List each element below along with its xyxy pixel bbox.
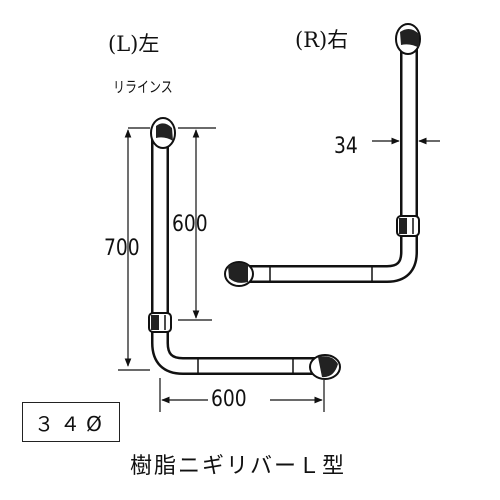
height-dimension-label: 700 xyxy=(104,236,140,261)
spec-box: ３４Ø xyxy=(22,402,120,442)
right-mid-bracket xyxy=(396,215,420,237)
vertical-length-dimension-label: 600 xyxy=(172,212,208,237)
left-dimensions xyxy=(118,127,325,412)
diameter-dimension-label: 34 xyxy=(334,134,358,159)
left-rail-sub-label: リラインス xyxy=(113,78,173,96)
right-rail-label: (R)右 xyxy=(295,28,349,52)
left-grab-bar xyxy=(148,117,341,380)
left-right-end-cap xyxy=(309,354,341,380)
product-name: 樹脂ニギリバーＬ型 xyxy=(130,454,347,479)
left-rail-label: (L)左 xyxy=(108,32,160,56)
left-mid-bracket xyxy=(148,312,172,333)
horizontal-length-dimension-label: 600 xyxy=(211,387,247,412)
right-top-end-cap xyxy=(395,23,421,55)
right-left-end-cap xyxy=(224,261,254,287)
right-grab-bar xyxy=(224,23,421,287)
left-top-end-cap xyxy=(150,117,176,149)
